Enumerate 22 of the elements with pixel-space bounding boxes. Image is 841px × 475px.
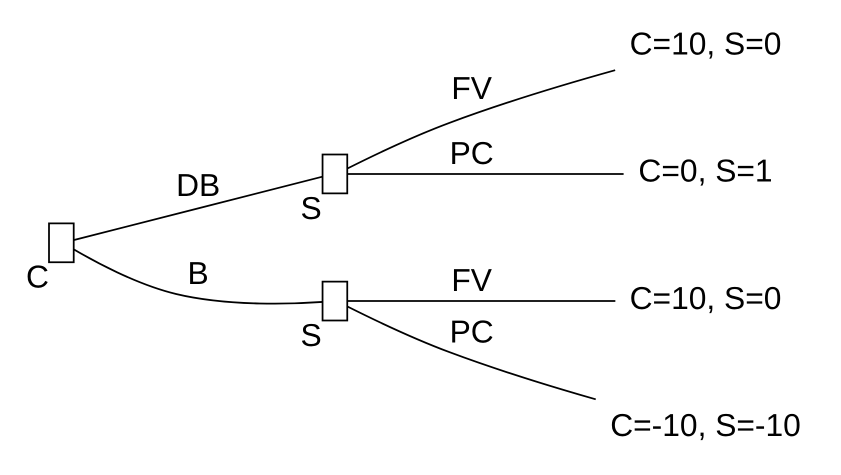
connector bbox=[74, 176, 323, 241]
node-label: S bbox=[300, 190, 322, 226]
connector bbox=[347, 306, 596, 400]
edge-label: PC bbox=[450, 135, 494, 172]
edge-label: DB bbox=[176, 166, 220, 203]
connector bbox=[347, 69, 616, 170]
node-label: C bbox=[26, 258, 49, 295]
connector bbox=[73, 248, 322, 304]
node-box bbox=[322, 154, 348, 194]
node-label: S bbox=[300, 316, 322, 353]
node-text: C=10, S=0 bbox=[630, 280, 782, 316]
node-text: C=10, S=0 bbox=[630, 26, 782, 62]
edge-label: PC bbox=[450, 313, 494, 350]
edge-label: B bbox=[188, 255, 209, 292]
node-text: C=-10, S=-10 bbox=[610, 406, 801, 443]
edge-label: FV bbox=[451, 262, 492, 298]
node-box bbox=[48, 222, 75, 264]
node-box bbox=[322, 280, 348, 322]
node-text: C=0, S=1 bbox=[638, 152, 773, 189]
edge-label: FV bbox=[451, 70, 492, 106]
connector bbox=[347, 300, 616, 302]
connector bbox=[347, 173, 624, 175]
